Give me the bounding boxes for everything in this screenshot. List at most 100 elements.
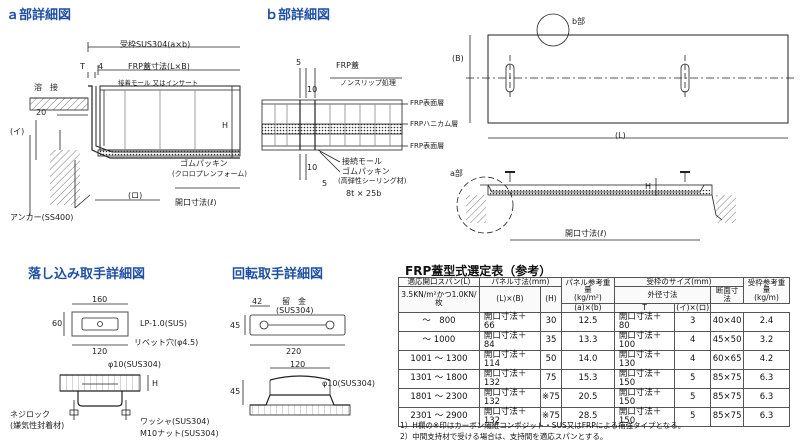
table-cell-t: 5 — [674, 406, 712, 427]
table-cell-span: 1301 ～ 1800 — [398, 368, 480, 389]
dim-10b-label: 10 — [307, 163, 318, 172]
table-cell-span: 1001 ～ 1300 — [398, 349, 480, 370]
section-dim-header: 断面寸法 — [710, 285, 745, 304]
h-label: H — [222, 121, 229, 130]
i-label: (イ) — [10, 127, 25, 136]
table-cell-fw: 2.4 — [743, 311, 790, 332]
table-cell-t: 4 — [674, 330, 712, 351]
table-cell-t: 5 — [674, 368, 712, 389]
nonslip-label: ノンスリップ処理 — [340, 79, 396, 87]
table-cell-h: 75 — [540, 368, 562, 389]
a-detail-drawing — [29, 42, 241, 215]
rivet-label: リベット穴(φ4.5) — [134, 338, 199, 347]
frp-cover-dim-label: FRP蓋寸法(L×B) — [128, 62, 190, 71]
table-cell-span: ～ 1000 — [398, 330, 480, 351]
rotary-handle-drawing — [242, 305, 351, 416]
dim-4-label: 4 — [98, 62, 104, 71]
table-cell-sec: 85×75 — [710, 368, 745, 389]
table-cell-fw: 6.3 — [743, 387, 790, 408]
nut-label: M10ナット(SUS304) — [140, 429, 219, 438]
frp-selection-table: 適応開口スパン(L) パネル寸法(mm) パネル参考重量(kg/m²) 受枠のサ… — [398, 277, 790, 427]
chloroprene-label: (クロロプレンフォーム) — [172, 170, 248, 178]
dim-5b-label: 5 — [322, 179, 328, 188]
span-header: 適応開口スパン(L) — [398, 277, 480, 287]
overview-h-label: H — [645, 182, 652, 191]
t-label: T — [80, 62, 85, 71]
a-part-label: a部 — [450, 169, 463, 178]
table-cell-ab: 開口寸法＋100 — [613, 330, 676, 351]
dim-220-label: 220 — [286, 347, 302, 356]
table-cell-sec: 85×75 — [710, 406, 745, 427]
l-dim-label: (L) — [615, 131, 626, 140]
dim-5a-label: 5 — [296, 58, 302, 67]
panel-weight-header: パネル参考重量(kg/m²) — [560, 277, 615, 304]
table-cell-lb: 開口寸法＋132 — [478, 387, 542, 408]
surface-top-label: FRP表面層 — [410, 99, 445, 107]
b-part-label: b部 — [572, 17, 586, 26]
dim-45a-label: 45 — [230, 321, 241, 330]
table-cell-t: 3 — [674, 311, 712, 332]
table-cell-ab: 開口寸法＋130 — [613, 349, 676, 370]
table-cell-sec: 45×50 — [710, 330, 745, 351]
table-cell-lb: 開口寸法＋ 66 — [478, 311, 542, 332]
table-cell-span: 1801 ～ 2300 — [398, 387, 480, 408]
dim-20-label: 20 — [36, 108, 47, 117]
drop-dim-120-label: 120 — [92, 347, 108, 356]
ab-header: (a)×(b) — [560, 302, 615, 313]
dim-10a-label: 10 — [307, 85, 318, 94]
rotary-dim-120-label: 120 — [290, 360, 306, 369]
clasp-material-label: (SUS304) — [276, 306, 314, 315]
t-header: T — [613, 302, 676, 313]
rotary-phi10-label: φ10(SUS304) — [322, 379, 375, 388]
overview-opening-label: 開口寸法(ℓ) — [565, 229, 607, 238]
drop-handle-heading: 落し込み取手詳細図 — [28, 267, 146, 282]
rubber-packing-label: ゴムパッキン — [180, 159, 228, 168]
table-cell-sec: 40×40 — [710, 311, 745, 332]
table-cell-fw: 6.3 — [743, 406, 790, 427]
surface-bottom-label: FRP表面層 — [410, 142, 445, 150]
lp-label: LP-1.0(SUS) — [140, 319, 187, 328]
anaerobic-label: (嫌気性封着材) — [10, 421, 65, 430]
table-cell-fw: 3.2 — [743, 330, 790, 351]
table-cell-fw: 6.3 — [743, 368, 790, 389]
seal-material-label: (高弾性シーリング材) — [338, 177, 407, 185]
clasp-label: 留 金 — [282, 297, 306, 306]
table-cell-h: 35 — [540, 330, 562, 351]
moulding-label: 接着モール 又はインサート — [118, 79, 199, 87]
drop-handle-drawing — [59, 303, 149, 420]
outer-dim-header: 外径寸法 — [613, 285, 712, 304]
drop-h-label: H — [152, 379, 159, 388]
bolt-spec-label: 8t × 25b — [346, 189, 382, 198]
i-ro-header: (イ)×(ロ) — [674, 302, 712, 313]
panel-dim-header: パネル寸法(mm) — [478, 277, 562, 287]
table-cell-lb: 開口寸法＋ 84 — [478, 330, 542, 351]
table-cell-t: 5 — [674, 387, 712, 408]
table-cell-fw: 4.2 — [743, 349, 790, 370]
neji-lock-label: ネジロック — [10, 410, 50, 419]
table-cell-h: 30 — [540, 311, 562, 332]
table-cell-ab: 開口寸法＋ 80 — [613, 311, 676, 332]
table-cell-pw: 15.3 — [560, 368, 615, 389]
table-cell-sec: 85×75 — [710, 387, 745, 408]
table-title: FRP蓋型式選定表（参考） — [405, 264, 552, 278]
rotary-handle-heading: 回転取手詳細図 — [232, 267, 324, 282]
drop-phi10-label: φ10(SUS304) — [108, 360, 161, 369]
b-rubber-packing-label: ゴムパッキン — [342, 167, 390, 176]
table-cell-lb: 開口寸法＋114 — [478, 349, 542, 370]
table-cell-ab: 開口寸法＋150 — [613, 368, 676, 389]
table-cell-h: ※75 — [540, 387, 562, 408]
receiving-frame-label: 受枠SUS304(a×b) — [120, 40, 191, 49]
table-cell-pw: 13.3 — [560, 330, 615, 351]
table-cell-lb: 開口寸法＋132 — [478, 368, 542, 389]
table-cell-pw: 20.5 — [560, 387, 615, 408]
b-detail-heading: ｂ部詳細図 — [265, 8, 331, 23]
note-1: 1）H欄の※印はカーボン繊維コンポジット・SUS又はFRPによる補強タイプとなる… — [400, 421, 686, 430]
table-cell-ab: 開口寸法＋150 — [613, 406, 676, 427]
table-cell-h: 50 — [540, 349, 562, 370]
dim-45b-label: 45 — [230, 387, 241, 396]
dim-160-label: 160 — [92, 295, 108, 304]
washer-label: ワッシャ(SUS304) — [140, 417, 210, 426]
honeycomb-label: FRPハニカム層 — [410, 120, 459, 128]
